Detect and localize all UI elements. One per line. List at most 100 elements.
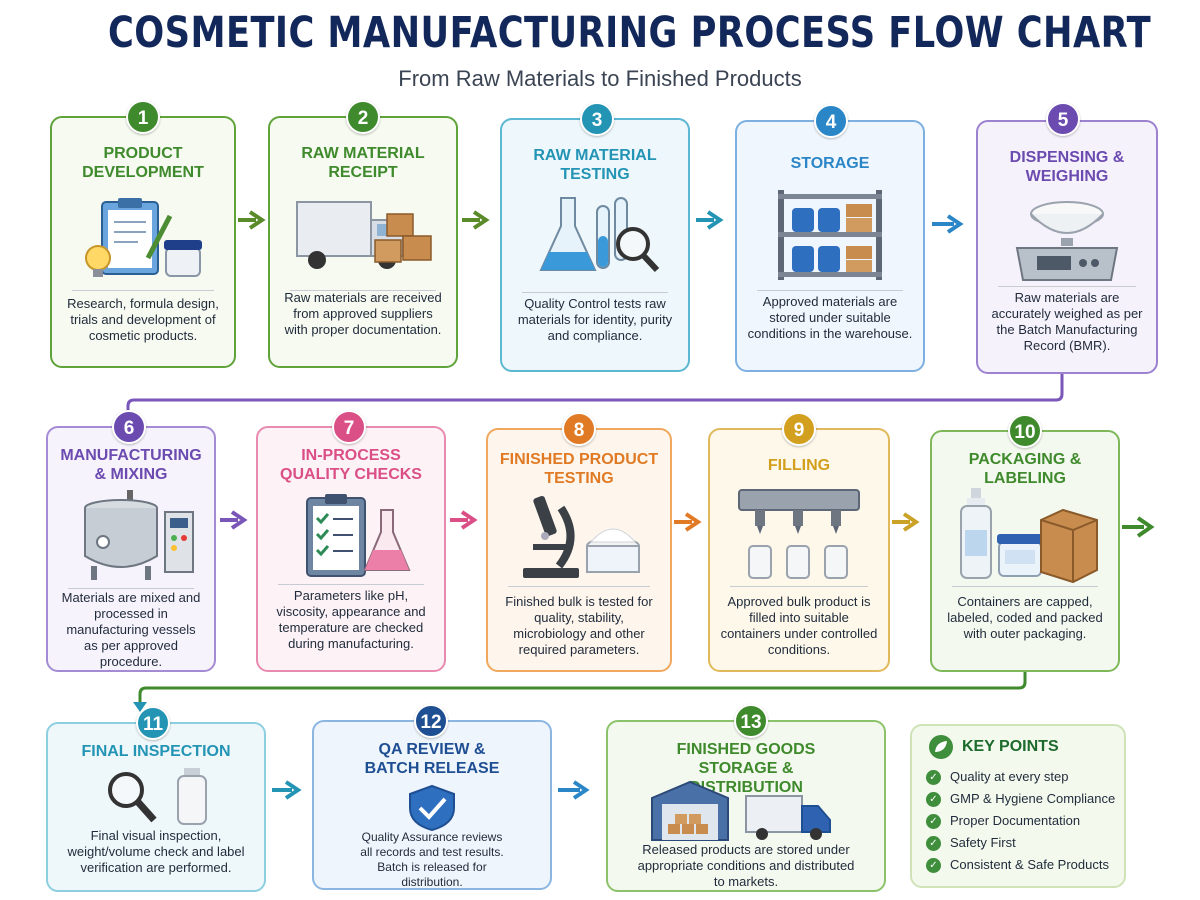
step-title-9: FILLING: [767, 457, 831, 474]
step-title-3: RAW MATERIAL TESTING: [533, 147, 657, 183]
check-icon: ✓: [926, 813, 941, 829]
step-badge-3: 3: [580, 102, 614, 136]
step-card-6: MANUFACTURING & MIXING Materials are mix…: [46, 426, 216, 672]
filling-machine-icon: [710, 486, 888, 586]
flow-arrow-11-12: [272, 780, 302, 800]
key-point-text: Proper Documentation: [950, 813, 1081, 828]
step-title-1: PRODUCT DEVELOPMENT: [82, 145, 204, 181]
step-badge-7: 7: [332, 410, 366, 444]
flow-arrow-8-9: [674, 512, 702, 532]
check-icon: ✓: [926, 857, 941, 873]
step-badge-13: 13: [734, 704, 768, 738]
step-card-9: FILLING Approved bulk product is filled …: [708, 428, 890, 672]
step-title-8: FINISHED PRODUCT TESTING: [499, 451, 659, 487]
step-desc-1: Research, formula design, trials and dev…: [67, 296, 219, 343]
page-subtitle: From Raw Materials to Finished Products: [398, 66, 802, 91]
step-badge-10: 10: [1008, 414, 1042, 448]
row-connector-line-10-11: [138, 672, 1027, 704]
clipboard-bulb-jar-icon: [52, 196, 234, 286]
step-desc-7: Parameters like pH, viscosity, appearanc…: [276, 588, 426, 651]
step-card-1: PRODUCT DEVELOPMENT Research, formula de…: [50, 116, 236, 368]
flow-arrow-6-7: [220, 510, 248, 530]
key-points-panel: KEY POINTS ✓ Quality at every step ✓ GMP &…: [910, 724, 1126, 888]
step-badge-5: 5: [1046, 102, 1080, 136]
step-title-6: MANUFACTURING & MIXING: [60, 447, 202, 483]
step-desc-13: Released products are stored under appro…: [637, 842, 855, 889]
step-desc-11: Final visual inspection, weight/volume c…: [67, 828, 245, 875]
mixing-vessel-icon: [48, 486, 214, 586]
step-desc-2: Raw materials are received from approved…: [284, 290, 442, 337]
leaf-icon: [929, 735, 953, 759]
key-point-item: ✓ GMP & Hygiene Compliance: [926, 788, 1115, 810]
checklist-flask-icon: [258, 490, 444, 586]
step-title-2: RAW MATERIAL RECEIPT: [301, 145, 425, 181]
step-card-11: FINAL INSPECTION Final visual inspection…: [46, 722, 266, 892]
step-desc-12: Quality Assurance reviews all records an…: [360, 830, 504, 889]
key-points-title: KEY POINTS: [962, 738, 1059, 755]
step-badge-4: 4: [814, 104, 848, 138]
step-card-4: STORAGE Approved materials are stored un…: [735, 120, 925, 372]
shield-check-icon: [314, 784, 550, 832]
magnifier-bottle-icon: [48, 766, 264, 830]
key-point-item: ✓ Proper Documentation: [926, 810, 1115, 832]
key-point-text: Safety First: [950, 835, 1016, 850]
step-card-8: FINISHED PRODUCT TESTING Finished bulk i…: [486, 428, 672, 672]
step-card-3: RAW MATERIAL TESTING Quality Control tes…: [500, 118, 690, 372]
check-icon: ✓: [926, 791, 941, 807]
check-icon: ✓: [926, 769, 941, 785]
step-desc-8: Finished bulk is tested for quality, sta…: [505, 594, 653, 657]
key-point-text: GMP & Hygiene Compliance: [950, 791, 1116, 806]
step-title-11: FINAL INSPECTION: [81, 743, 231, 760]
step-badge-12: 12: [414, 704, 448, 738]
key-point-item: ✓ Consistent & Safe Products: [926, 854, 1115, 876]
step-title-12: QA REVIEW & BATCH RELEASE: [364, 741, 500, 777]
step-badge-8: 8: [562, 412, 596, 446]
step-card-2: RAW MATERIAL RECEIPT Raw materials are r…: [268, 116, 458, 368]
step-title-4: STORAGE: [790, 155, 870, 172]
step-desc-4: Approved materials are stored under suit…: [747, 294, 913, 341]
step-title-7: IN-PROCESS QUALITY CHECKS: [280, 447, 422, 483]
check-icon: ✓: [926, 835, 941, 851]
flow-arrow-2-3: [462, 210, 490, 230]
key-point-item: ✓ Safety First: [926, 832, 1115, 854]
truck-boxes-icon: [270, 190, 456, 286]
step-desc-5: Raw materials are accurately weighed as …: [991, 290, 1143, 353]
step-badge-9: 9: [782, 412, 816, 446]
row-connector-arrowhead-10-11: [133, 702, 147, 712]
step-card-10: PACKAGING & LABELING Containers are capp…: [930, 430, 1120, 672]
step-badge-1: 1: [126, 100, 160, 134]
step-desc-9: Approved bulk product is filled into sui…: [720, 594, 878, 657]
key-points-list: ✓ Quality at every step ✓ GMP & Hygiene Co…: [926, 766, 1115, 876]
row-connector-line-5-6: [126, 372, 1064, 412]
warehouse-truck-icon: [608, 778, 884, 842]
key-point-item: ✓ Quality at every step: [926, 766, 1115, 788]
step-desc-3: Quality Control tests raw materials for …: [517, 296, 673, 343]
flow-arrow-4-5: [932, 214, 964, 234]
flow-arrow-1-2: [238, 210, 266, 230]
key-point-text: Quality at every step: [950, 769, 1069, 784]
flow-arrow-7-8: [450, 510, 478, 530]
step-title-13: FINISHED GOODS STORAGE & DISTRIBUTION: [676, 741, 816, 796]
step-card-5: DISPENSING & WEIGHING Raw materials are …: [976, 120, 1158, 374]
flow-arrow-3-4: [696, 210, 724, 230]
step-title-10: PACKAGING & LABELING: [968, 451, 1082, 487]
step-badge-2: 2: [346, 100, 380, 134]
key-point-text: Consistent & Safe Products: [950, 857, 1109, 872]
step-desc-6: Materials are mixed and processed in man…: [61, 590, 201, 669]
step-card-12: QA REVIEW & BATCH RELEASE Quality Assura…: [312, 720, 552, 890]
step-badge-11: 11: [136, 706, 170, 740]
flow-arrow-9-10: [892, 512, 920, 532]
flow-arrow-12-13: [558, 780, 590, 800]
step-badge-6: 6: [112, 410, 146, 444]
microscope-cream-icon: [488, 488, 670, 588]
flask-magnifier-icon: [502, 192, 688, 288]
step-desc-10: Containers are capped, labeled, coded an…: [947, 594, 1103, 641]
step-card-7: IN-PROCESS QUALITY CHECKS Parameters lik…: [256, 426, 446, 672]
step-card-13: FINISHED GOODS STORAGE & DISTRIBUTION Re…: [606, 720, 886, 892]
weighing-scale-icon: [978, 200, 1156, 286]
flow-arrow-10-out: [1122, 516, 1155, 538]
storage-rack-icon: [737, 186, 923, 286]
bottle-jar-box-icon: [932, 486, 1118, 586]
step-title-5: DISPENSING & WEIGHING: [1009, 149, 1125, 185]
